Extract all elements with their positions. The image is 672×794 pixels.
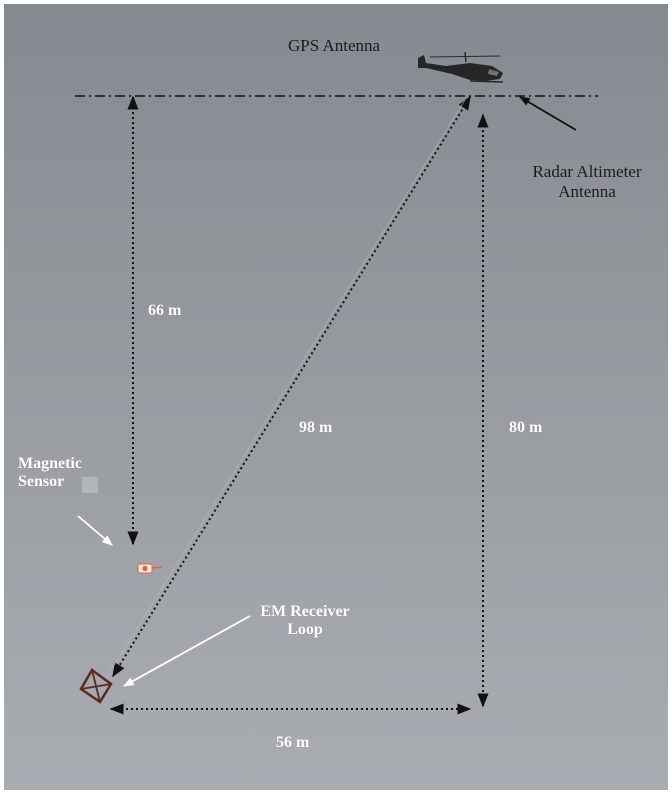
sky-background [4, 4, 668, 790]
radar-altimeter-pointer [519, 96, 577, 131]
sensor-vertical-dimension-label: 66 m [148, 302, 182, 319]
radar-altimeter-label-line1: Radar Altimeter [532, 162, 642, 181]
magnetic-sensor-label-line2: Sensor [18, 473, 65, 491]
horizontal-offset-label: 56 m [276, 734, 310, 751]
radar-altimeter-label: Radar Altimeter Antenna [512, 162, 662, 201]
radar-altimeter-label-line2: Antenna [558, 181, 616, 201]
altitude-dimension-label: 80 m [509, 419, 543, 436]
gps-antenna-label: GPS Antenna [288, 36, 381, 55]
em-receiver-loop-icon [79, 668, 113, 704]
magnetic-sensor-label: Magnetic Sensor [18, 455, 82, 492]
tow-cable [104, 99, 466, 681]
em-receiver-pointer [123, 615, 251, 687]
label-smudge [82, 477, 98, 493]
magnetic-sensor-icon [137, 563, 163, 574]
magnetic-sensor-pointer [77, 515, 113, 546]
slant-dimension [112, 95, 471, 678]
slant-dimension-label: 98 m [299, 419, 333, 436]
magnetic-sensor-label-line1: Magnetic [18, 455, 82, 472]
helicopter-icon [418, 51, 504, 83]
em-receiver-label-line2: Loop [287, 621, 323, 639]
em-receiver-label-line1: EM Receiver [260, 603, 350, 620]
em-receiver-label: EM Receiver Loop [245, 603, 365, 640]
